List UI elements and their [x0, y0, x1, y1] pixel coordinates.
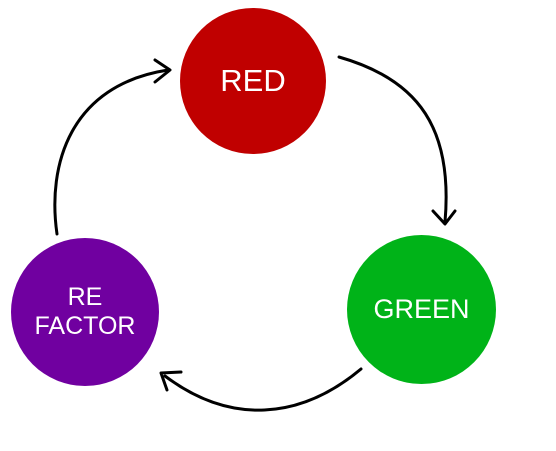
green-node: GREEN [347, 235, 496, 384]
arrow-green-to-refactor [163, 367, 363, 412]
refactor-node-label-line1: RE [67, 282, 103, 311]
arrow-refactor-to-red-head [153, 58, 172, 84]
green-node-label: GREEN [373, 293, 470, 324]
arrow-red-to-green-head [431, 209, 457, 226]
arrow-refactor-to-red [53, 68, 170, 236]
red-node-label: RED [220, 62, 286, 98]
arrow-green-to-refactor-head [159, 370, 183, 392]
red-node: RED [180, 8, 326, 154]
arrow-red-to-green [337, 55, 448, 224]
refactor-node-label-line2: FACTOR [34, 312, 136, 340]
refactor-node: RE FACTOR [11, 238, 159, 386]
